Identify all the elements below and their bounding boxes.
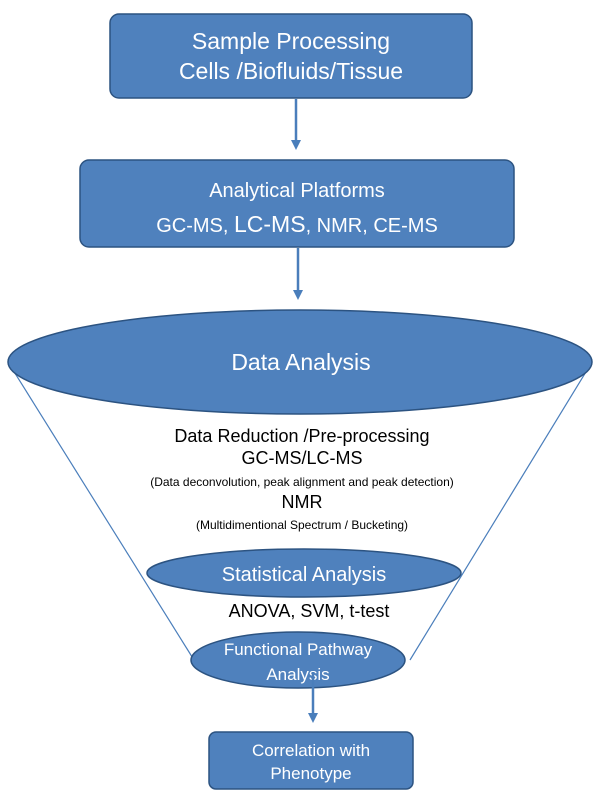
analytical-platforms-box: Analytical Platforms GC-MS, LC-MS, NMR, …	[79, 159, 515, 248]
statistical-analysis-ellipse: Statistical Analysis	[146, 548, 462, 598]
correlation-phenotype-line1: Correlation with	[252, 741, 370, 760]
sample-processing-box: Sample Processing Cells /Biofluids/Tissu…	[109, 13, 473, 99]
sample-processing-subtitle: Cells /Biofluids/Tissue	[179, 58, 403, 84]
preprocessing-gcms-detail: (Data deconvolution, peak alignment and …	[150, 475, 454, 489]
analytical-platforms-title: Analytical Platforms	[209, 180, 385, 202]
correlation-phenotype-box: Correlation with Phenotype	[208, 731, 414, 790]
funnel-right-edge	[409, 361, 593, 661]
functional-pathway-ellipse: Functional Pathway Analysis	[190, 631, 406, 689]
preprocessing-block: Data Reduction /Pre-processing GC-MS/LC-…	[150, 426, 454, 532]
functional-pathway-line1: Functional Pathway	[224, 640, 373, 659]
preprocessing-nmr-detail: (Multidimentional Spectrum / Bucketing)	[196, 518, 408, 532]
correlation-phenotype-line2: Phenotype	[270, 764, 351, 783]
functional-pathway-line2: Analysis	[266, 665, 329, 684]
statistical-tests-label: ANOVA, SVM, t-test	[229, 601, 390, 621]
analytical-platforms-list: GC-MS, LC-MS, NMR, CE-MS	[156, 211, 438, 237]
preprocessing-gcms-lcms: GC-MS/LC-MS	[242, 448, 363, 468]
data-analysis-ellipse: Data Analysis	[7, 309, 593, 415]
statistical-analysis-label: Statistical Analysis	[222, 564, 387, 586]
data-analysis-label: Data Analysis	[231, 349, 370, 375]
sample-processing-title: Sample Processing	[192, 28, 390, 54]
preprocessing-title: Data Reduction /Pre-processing	[174, 426, 429, 446]
funnel-left-edge	[7, 361, 195, 661]
preprocessing-nmr: NMR	[282, 492, 323, 512]
